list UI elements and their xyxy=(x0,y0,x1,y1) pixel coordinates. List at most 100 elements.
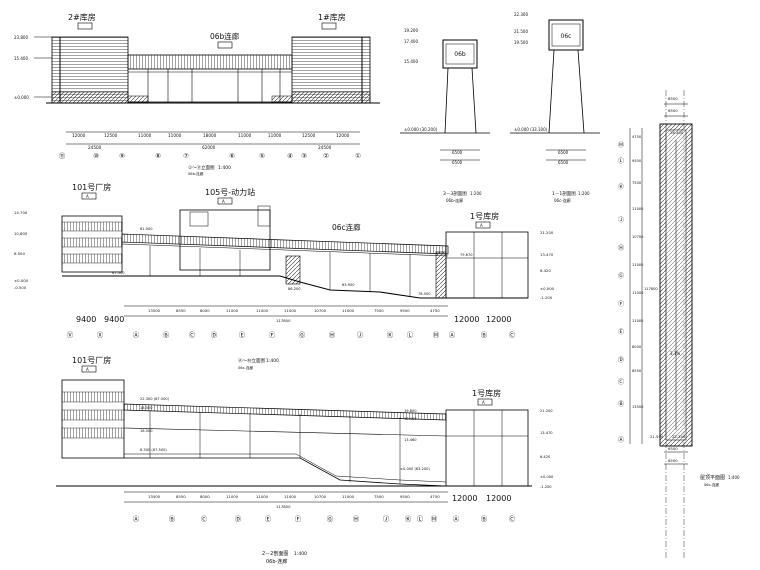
caption-scale: 1:200 xyxy=(578,191,590,196)
label-warehouse-1: 1号库房 xyxy=(470,211,499,221)
dim-text: 8000 xyxy=(200,308,210,313)
axis-bubble: ⑤ xyxy=(259,152,265,160)
level-label: 18.500 xyxy=(140,406,153,410)
dim-text: 117800 xyxy=(644,287,658,291)
axis-bubble: ⑩ xyxy=(93,152,99,160)
caption-scale: 1:200 xyxy=(470,191,482,196)
dim-text: 8550 xyxy=(176,308,186,313)
level-label: 6.420 xyxy=(540,455,551,459)
corridor-upper-deck xyxy=(123,403,447,421)
dim-text: 18000 xyxy=(203,133,217,138)
dim-text: 62000 xyxy=(202,145,216,150)
slope-label: 3.1% xyxy=(670,351,680,356)
dim-text: 9500 xyxy=(400,494,410,499)
dim-text: 11000 xyxy=(226,308,239,313)
axis-bubble: Ⓔ xyxy=(239,331,246,339)
axis-bubble: Ⓛ xyxy=(417,515,424,523)
axis-bubble: Ⓑ xyxy=(163,331,170,339)
section-box-label: 06c xyxy=(561,33,572,40)
label-warehouse-1: 1#库房 xyxy=(318,12,346,22)
caption-sub: 06c-连廊 xyxy=(238,365,253,370)
axis-bubble: Ⓖ xyxy=(299,331,306,339)
label-building-101: 101号厂房 xyxy=(72,182,111,192)
axis-bubble: Ⓗ xyxy=(329,331,336,339)
dim-text: 11000 xyxy=(632,207,644,211)
level-label: 15.400 xyxy=(404,59,418,64)
axis-bubble: Ⓕ xyxy=(618,300,624,308)
dim-text: 12000 xyxy=(336,133,350,138)
dim-text: 6500 xyxy=(452,160,463,165)
dim-text: 13500 xyxy=(632,405,644,409)
dim-text: 9500 xyxy=(400,308,410,313)
level-label: 6.420 xyxy=(540,268,551,273)
dim-text: 11000 xyxy=(342,494,355,499)
axis-bubble: Ⓧ xyxy=(97,331,104,339)
dim-text: 11000 xyxy=(632,291,644,295)
dim-text: 4750 xyxy=(430,494,440,499)
level-label: 22.300 xyxy=(514,12,528,17)
level-label: ±0.000 (63.200) xyxy=(400,467,430,471)
corridor-lower-deck xyxy=(124,457,447,487)
spot-level: 61.500 xyxy=(140,227,153,231)
dim-text: 11000 xyxy=(632,263,644,267)
level-label: ±0.000 xyxy=(540,475,554,479)
axis-bubble: Ⓗ xyxy=(353,515,360,523)
top-elevation: 2#库房 1#库房 06b连廊 23.800 15.400 ±0.000 xyxy=(14,12,380,176)
axis-bubble: ② xyxy=(323,152,329,160)
caption-scale: 1:400 xyxy=(294,551,307,557)
dim-text: 11000 xyxy=(284,308,297,313)
corridor-06b-truss xyxy=(127,54,293,70)
caption-scale: 1:400 xyxy=(218,165,231,171)
level-label: 19.500 xyxy=(514,40,528,45)
axis-bubble: Ⓕ xyxy=(295,515,302,523)
roof-plan: 6500 6500 3.1% 28.400 21.500 22.300 4750… xyxy=(618,90,740,560)
warehouse-1-section xyxy=(445,409,529,487)
caption-scale: 1:400 xyxy=(728,475,740,480)
axis-bubble: Ⓐ xyxy=(133,515,140,523)
axis-bubble: Ⓕ xyxy=(269,331,276,339)
dim-text: 117800 xyxy=(276,504,291,509)
dim-text: 24500 xyxy=(318,145,332,150)
dim-text: 11000 xyxy=(342,308,355,313)
dim-text: 4750 xyxy=(632,135,642,139)
axis-bubble: ① xyxy=(355,152,361,160)
tag-text: A xyxy=(482,400,485,405)
caption-sub: 06c-连廊 xyxy=(704,482,719,487)
caption: 1－1剖面图 xyxy=(552,190,576,197)
axis-bubble: Ⓙ xyxy=(618,216,624,224)
level-label: 19.800 xyxy=(404,409,417,413)
axis-bubble: Ⓚ xyxy=(387,331,394,339)
level-label: -1.200 xyxy=(540,485,552,489)
dim-text: 11000 xyxy=(632,319,644,323)
axis-bubble: Ⓙ xyxy=(357,331,364,339)
spot-level: 63.900 xyxy=(342,283,355,287)
label-warehouse-2: 2#库房 xyxy=(68,12,96,22)
caption-sub: 06b-连廊 xyxy=(188,171,204,176)
level-label: 21.500 xyxy=(650,434,664,439)
level-label: ±0.000 (30.200) xyxy=(404,127,438,132)
dim-text: 117800 xyxy=(276,318,291,323)
spot-level: 86.200 xyxy=(288,287,301,291)
dim-text: 13500 xyxy=(148,308,161,313)
level-label: 15.400 xyxy=(14,56,28,61)
dim-text: 7500 xyxy=(374,494,384,499)
axis-bubble: Ⓜ xyxy=(431,515,438,523)
dim-text: 11000 xyxy=(226,494,239,499)
dim-text: 12000 xyxy=(72,133,86,138)
axis-bubble: Ⓥ xyxy=(67,331,74,339)
dim-text: 11000 xyxy=(268,133,282,138)
level-label: 13.470 xyxy=(540,252,554,257)
axis-bubble: ⑪ xyxy=(59,152,66,160)
tag-text: A xyxy=(222,199,225,204)
dim-text: 6500 xyxy=(668,108,678,113)
level-label: 22.300 (67.500) xyxy=(140,397,170,401)
dim-text: 6500 xyxy=(668,458,678,463)
level-label: 6.300 (67.500) xyxy=(140,448,167,452)
axis-bubble: ⑦ xyxy=(183,152,189,160)
section-box-label: 06b xyxy=(454,51,466,58)
level-label: 10.800 xyxy=(14,231,28,236)
axis-bubble: Ⓗ xyxy=(618,244,624,252)
dim-text: 12500 xyxy=(104,133,118,138)
level-label: ±0.000 (33.100) xyxy=(514,127,548,132)
axis-bubble: ⑨ xyxy=(119,152,125,160)
